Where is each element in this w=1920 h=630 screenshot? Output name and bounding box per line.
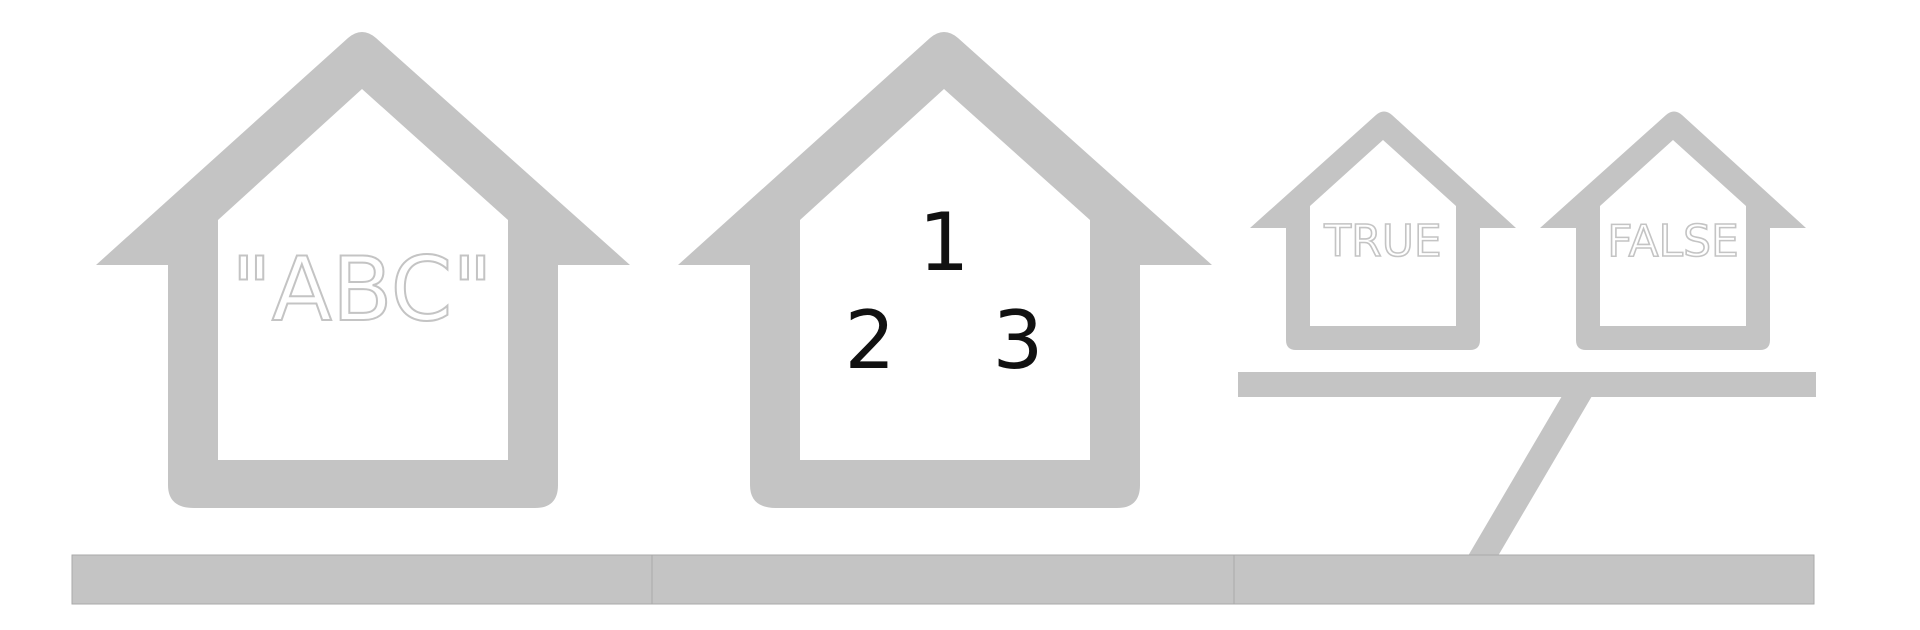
string-label: "ABC" <box>231 238 492 341</box>
base-segment-1 <box>71 554 653 605</box>
number-label-1: 1 <box>919 196 970 289</box>
number-house-interior <box>800 89 1090 460</box>
number-house: 1 2 3 <box>678 32 1212 508</box>
string-house-interior <box>218 89 508 460</box>
true-house-interior <box>1310 140 1456 326</box>
upper-shelf <box>1238 372 1816 397</box>
false-house: FALSE <box>1540 111 1806 350</box>
true-house: TRUE <box>1250 111 1516 350</box>
base-segment-3 <box>1233 554 1815 605</box>
number-label-3: 3 <box>993 294 1044 387</box>
string-house: "ABC" <box>96 32 630 508</box>
shelf-support-beam <box>1468 396 1592 556</box>
number-label-2: 2 <box>845 294 896 387</box>
true-label: TRUE <box>1323 216 1441 267</box>
false-house-interior <box>1600 140 1746 326</box>
base-segment-2 <box>651 554 1235 605</box>
false-label: FALSE <box>1607 216 1739 267</box>
